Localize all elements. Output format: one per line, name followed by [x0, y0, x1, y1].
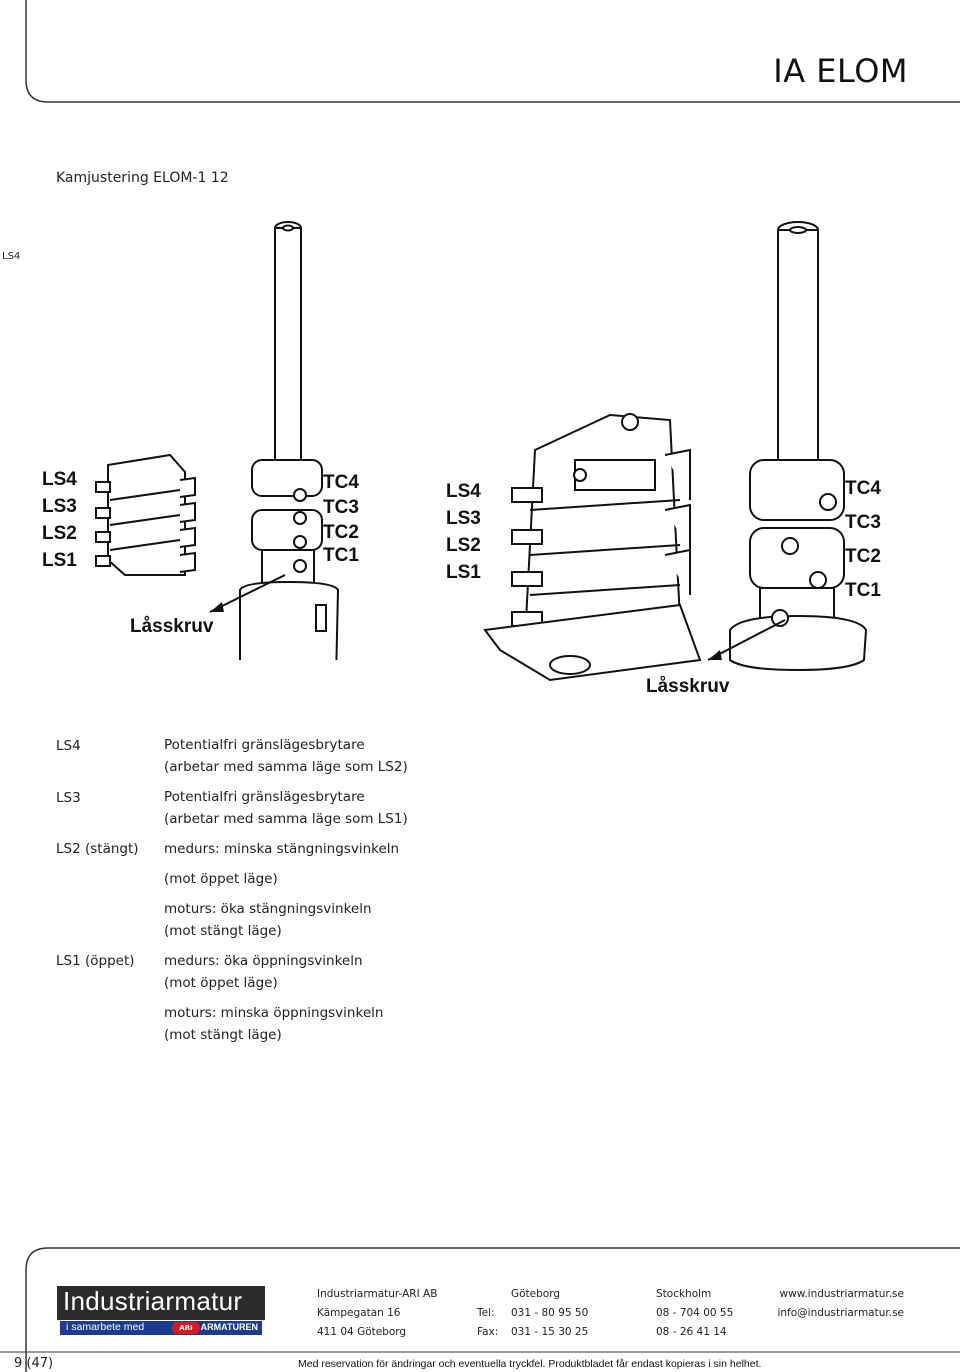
left-tc4-label: TC4	[323, 472, 359, 493]
page-number: 9 (47)	[14, 1356, 54, 1371]
row-text-ls1-b: moturs: minska öppningsvinkeln (mot stän…	[164, 1002, 383, 1046]
goteborg-fax: 031 - 15 30 25	[511, 1326, 589, 1338]
right-tc1-label: TC1	[845, 580, 881, 601]
left-ls1-label: LS1	[42, 550, 77, 571]
left-lock-label: Låsskruv	[130, 616, 214, 637]
right-tc3-label: TC3	[845, 512, 881, 533]
row-line: (mot stängt läge)	[164, 1027, 282, 1043]
right-tc2-label: TC2	[845, 546, 881, 567]
row-text-ls3: Potentialfri gränslägesbrytare (arbetar …	[164, 786, 408, 830]
page-subtitle: Kamjustering ELOM-1 12	[56, 170, 229, 186]
page-title: IA ELOM	[773, 52, 908, 90]
tel-label: Tel:	[477, 1307, 495, 1319]
right-tc4-label: TC4	[845, 478, 881, 499]
right-ls1-label: LS1	[446, 562, 481, 583]
right-ls2-label: LS2	[446, 535, 481, 556]
left-ls3-label: LS3	[42, 496, 77, 517]
left-switch-stack-icon	[95, 453, 196, 576]
left-ls4-label: LS4	[42, 469, 77, 490]
company-city: 411 04 Göteborg	[317, 1326, 407, 1338]
logo-sub-bar: i samarbete med ARI ARMATUREN	[57, 1320, 265, 1336]
goteborg-heading: Göteborg	[511, 1288, 561, 1300]
logo-sub-inner: i samarbete med ARI ARMATUREN	[60, 1321, 262, 1335]
logo-name: Industriarmatur	[63, 1286, 243, 1316]
company-name: Industriarmatur-ARI AB	[317, 1288, 438, 1300]
row-text-ls2: medurs: minska stängningsvinkeln	[164, 838, 399, 860]
left-ls2-label: LS2	[42, 523, 77, 544]
left-switch-diagram: LS4 LS3 LS2 LS1 TC4 TC3 TC2 TC1 Låsskruv	[42, 221, 359, 660]
email-link[interactable]: info@industriarmatur.se	[777, 1307, 904, 1319]
row-line: medurs: minska stängningsvinkeln	[164, 841, 400, 857]
row-line: moturs: öka stängningsvinkeln	[164, 901, 372, 917]
row-line: (mot öppet läge)	[164, 975, 278, 991]
row-line: (arbetar med samma läge som LS2)	[164, 759, 408, 775]
right-ls4-label: LS4	[446, 481, 481, 502]
row-line: (arbetar med samma läge som LS1)	[164, 811, 408, 827]
stockholm-tel: 08 - 704 00 55	[656, 1307, 734, 1319]
row-line: Potentialfri gränslägesbrytare	[164, 737, 365, 753]
left-tc3-label: TC3	[323, 497, 359, 518]
row-text-ls2-c: moturs: öka stängningsvinkeln (mot stäng…	[164, 898, 372, 942]
left-shaft-icon	[239, 221, 340, 660]
disclaimer: Med reservation för ändringar och eventu…	[298, 1358, 762, 1370]
logo-partner: ARMATUREN	[200, 1322, 258, 1332]
ari-badge: ARI	[172, 1322, 200, 1334]
ls4-tag: LS4	[2, 251, 21, 262]
right-shaft-icon	[729, 221, 868, 672]
row-text-ls1: medurs: öka öppningsvinkeln (mot öppet l…	[164, 950, 363, 994]
company-street: Kämpegatan 16	[317, 1307, 401, 1319]
logo-tagline: i samarbete med	[66, 1321, 145, 1333]
row-line: (mot stängt läge)	[164, 923, 282, 939]
row-line: (mot öppet läge)	[164, 871, 278, 887]
fax-label: Fax:	[477, 1326, 499, 1338]
row-text-ls4: Potentialfri gränslägesbrytare (arbetar …	[164, 734, 408, 778]
right-lock-label: Låsskruv	[646, 676, 730, 697]
company-logo: Industriarmatur i samarbete med ARI ARMA…	[57, 1286, 265, 1336]
website-link[interactable]: www.industriarmatur.se	[779, 1288, 904, 1300]
row-label-ls2: LS2 (stängt)	[56, 841, 139, 857]
row-line: moturs: minska öppningsvinkeln	[164, 1005, 384, 1021]
right-switch-stack-icon	[483, 413, 702, 682]
stockholm-heading: Stockholm	[656, 1288, 712, 1300]
left-tc1-label: TC1	[323, 545, 359, 566]
row-line: Potentialfri gränslägesbrytare	[164, 789, 365, 805]
left-tc2-label: TC2	[323, 522, 359, 543]
stockholm-fax: 08 - 26 41 14	[656, 1326, 727, 1338]
goteborg-tel: 031 - 80 95 50	[511, 1307, 589, 1319]
right-ls3-label: LS3	[446, 508, 481, 529]
right-switch-diagram: LS4 LS3 LS2 LS1 TC4 TC3 TC2 TC1 Låsskruv	[446, 221, 881, 697]
row-label-ls3: LS3	[56, 790, 81, 806]
row-text-ls2-b: (mot öppet läge)	[164, 868, 278, 890]
row-label-ls4: LS4	[56, 738, 81, 754]
row-label-ls1: LS1 (öppet)	[56, 953, 135, 969]
row-line: medurs: öka öppningsvinkeln	[164, 953, 363, 969]
